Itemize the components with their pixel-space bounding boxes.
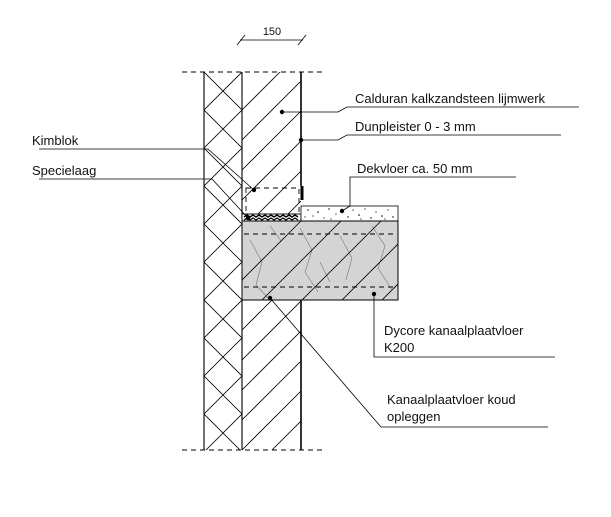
label-specielaag: Specielaag xyxy=(32,163,96,178)
hollow-core-slab xyxy=(241,220,399,301)
masonry-hatch-upper xyxy=(242,72,301,215)
leader-lines xyxy=(39,106,579,428)
masonry-hatch-lower xyxy=(242,300,301,450)
label-dekvloer: Dekvloer ca. 50 mm xyxy=(357,161,473,176)
label-kimblok: Kimblok xyxy=(32,133,79,148)
label-koud-line2: opleggen xyxy=(387,409,441,424)
label-calduran: Calduran kalkzandsteen lijmwerk xyxy=(355,91,546,106)
screed-layer xyxy=(300,205,399,222)
label-dunpleister: Dunpleister 0 - 3 mm xyxy=(355,119,476,134)
mortar-layer xyxy=(241,213,302,222)
label-dycore-line2: K200 xyxy=(384,340,414,355)
insulation-zigzag xyxy=(204,72,242,450)
kimblok-block xyxy=(245,187,300,215)
outer-insulation-leaf xyxy=(203,72,243,450)
dimension-value: 150 xyxy=(263,26,281,38)
label-dycore-line1: Dycore kanaalplaatvloer xyxy=(384,323,524,338)
dimension-150: 150 xyxy=(236,26,307,46)
labels: Calduran kalkzandsteen lijmwerk Dunpleis… xyxy=(32,91,546,424)
label-koud-line1: Kanaalplaatvloer koud xyxy=(387,392,516,407)
